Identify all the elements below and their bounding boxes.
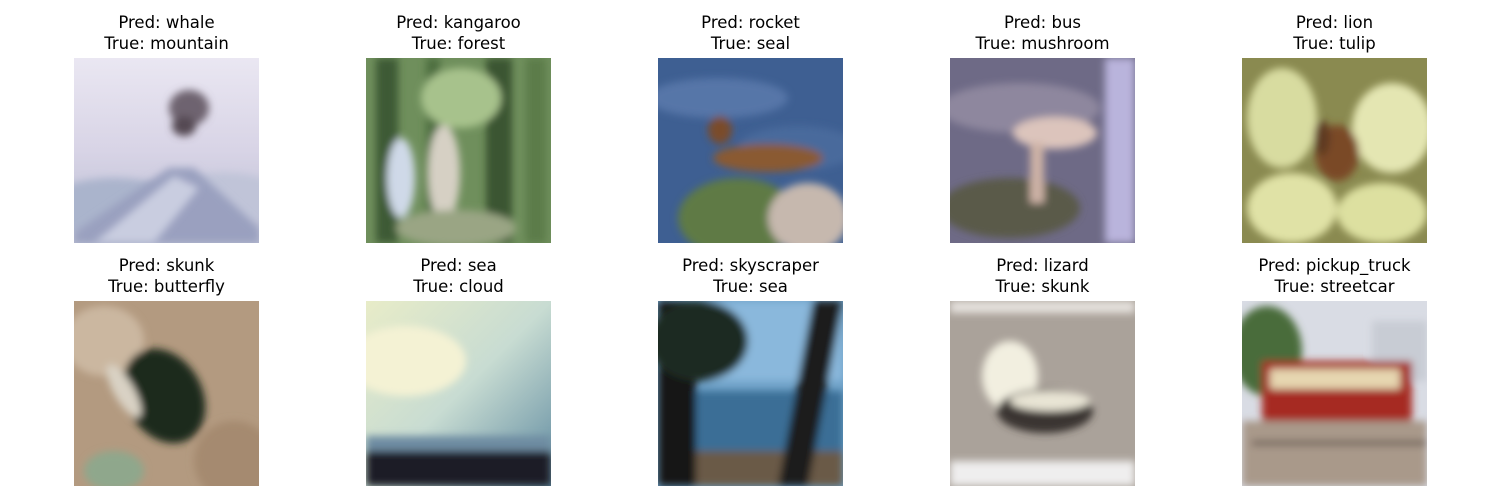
- sample-image-butterfly: [74, 301, 259, 486]
- true-label: True: forest: [411, 34, 506, 53]
- pred-label: Pred: whale: [118, 13, 215, 32]
- panel-caption: Pred: sea True: cloud: [306, 255, 611, 297]
- pred-label: Pred: lion: [1295, 13, 1374, 32]
- sample-image-tulip: [1242, 58, 1427, 243]
- panel-caption: Pred: kangaroo True: forest: [306, 12, 611, 54]
- true-label: True: mountain: [104, 34, 229, 53]
- panel-caption: Pred: rocket True: seal: [598, 12, 903, 54]
- sample-image-forest: [366, 58, 551, 243]
- pred-label: Pred: lizard: [996, 256, 1089, 275]
- true-label: True: tulip: [1293, 34, 1376, 53]
- pred-label: Pred: skyscraper: [682, 256, 819, 275]
- sample-image-skunk: [950, 301, 1135, 486]
- true-label: True: cloud: [413, 277, 504, 296]
- true-label: True: seal: [710, 34, 791, 53]
- panel-caption: Pred: pickup_truck True: streetcar: [1182, 255, 1487, 297]
- panel-caption: Pred: lizard True: skunk: [890, 255, 1195, 297]
- pred-label: Pred: skunk: [118, 256, 215, 275]
- sample-image-sea: [658, 301, 843, 486]
- panel-caption: Pred: skunk True: butterfly: [14, 255, 319, 297]
- pred-label: Pred: bus: [1003, 13, 1082, 32]
- sample-image-mountain: [74, 58, 259, 243]
- true-label: True: streetcar: [1274, 277, 1395, 296]
- sample-image-streetcar: [1242, 301, 1427, 486]
- true-label: True: skunk: [995, 277, 1090, 296]
- sample-image-cloud: [366, 301, 551, 486]
- pred-label: Pred: kangaroo: [396, 13, 521, 32]
- sample-image-seal: [658, 58, 843, 243]
- panel-caption: Pred: whale True: mountain: [14, 12, 319, 54]
- true-label: True: sea: [713, 277, 788, 296]
- pred-label: Pred: pickup_truck: [1258, 256, 1411, 275]
- pred-label: Pred: rocket: [701, 13, 800, 32]
- sample-image-mushroom: [950, 58, 1135, 243]
- pred-label: Pred: sea: [420, 256, 497, 275]
- panel-caption: Pred: lion True: tulip: [1182, 12, 1487, 54]
- panel-caption: Pred: skyscraper True: sea: [598, 255, 903, 297]
- true-label: True: mushroom: [975, 34, 1110, 53]
- panel-caption: Pred: bus True: mushroom: [890, 12, 1195, 54]
- true-label: True: butterfly: [108, 277, 225, 296]
